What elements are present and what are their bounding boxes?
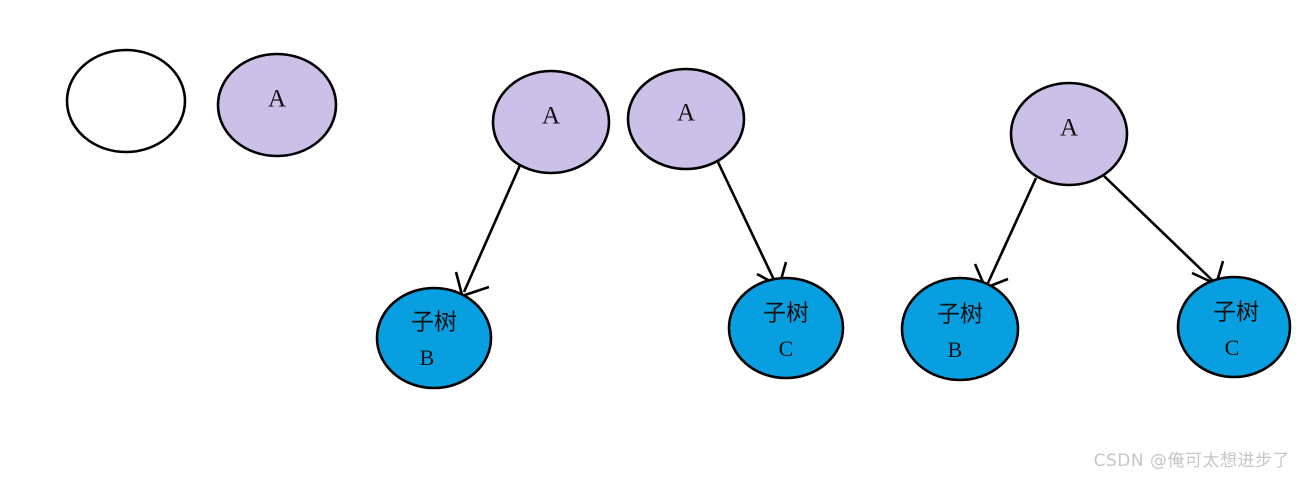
node-root-a-both-case bbox=[1009, 81, 1129, 187]
edge-a-to-subtree-b-both bbox=[973, 177, 1038, 290]
node-label-subtree-letter-b-left: B bbox=[420, 345, 435, 370]
node-subtree-b-left-case bbox=[375, 286, 493, 390]
node-label-subtree-letter-b-both: B bbox=[948, 337, 963, 362]
node-label-a-both-case: A bbox=[1060, 115, 1078, 142]
node-root-a-right-case bbox=[626, 67, 746, 171]
edge-a-to-subtree-b-left bbox=[454, 162, 523, 298]
node-label-subtree-cjk-c-both: 子树 bbox=[1213, 300, 1259, 326]
node-subtree-b-both-case bbox=[900, 276, 1020, 382]
node-empty-tree bbox=[65, 48, 187, 154]
node-label-subtree-letter-c-both: C bbox=[1225, 335, 1240, 360]
edge-line bbox=[986, 177, 1038, 284]
node-subtree-c-right-case bbox=[727, 276, 845, 380]
arrowhead-stroke-right bbox=[461, 285, 490, 298]
node-label-a-single: A bbox=[268, 86, 286, 113]
group-tree-right-subtree: A 子树 C bbox=[626, 67, 845, 380]
node-root-a-single bbox=[216, 52, 338, 158]
arrowhead-stroke-left bbox=[454, 271, 464, 296]
node-subtree-c-both-case bbox=[1176, 275, 1292, 379]
node-label-a-left-case: A bbox=[542, 103, 560, 130]
node-label-subtree-cjk-b-left: 子树 bbox=[411, 310, 457, 336]
edge-a-to-subtree-c-right bbox=[715, 159, 788, 288]
node-label-subtree-cjk-c-right: 子树 bbox=[763, 301, 809, 327]
edge-line bbox=[462, 162, 523, 293]
csdn-watermark: CSDN @俺可太想进步了 bbox=[1093, 451, 1290, 471]
edge-line bbox=[715, 159, 777, 283]
node-label-subtree-letter-c-right: C bbox=[779, 336, 794, 361]
node-label-subtree-cjk-b-both: 子树 bbox=[937, 302, 983, 328]
edge-a-to-subtree-c-both bbox=[1103, 175, 1225, 286]
group-empty-tree bbox=[65, 48, 187, 154]
node-label-a-right-case: A bbox=[677, 100, 695, 127]
edge-line bbox=[1103, 175, 1213, 281]
group-single-node-tree: A bbox=[216, 52, 338, 158]
node-root-a-left-case bbox=[491, 69, 611, 175]
group-tree-both-subtrees: A 子树 B 子树 C bbox=[900, 81, 1292, 382]
group-tree-left-subtree: A 子树 B bbox=[375, 69, 611, 390]
